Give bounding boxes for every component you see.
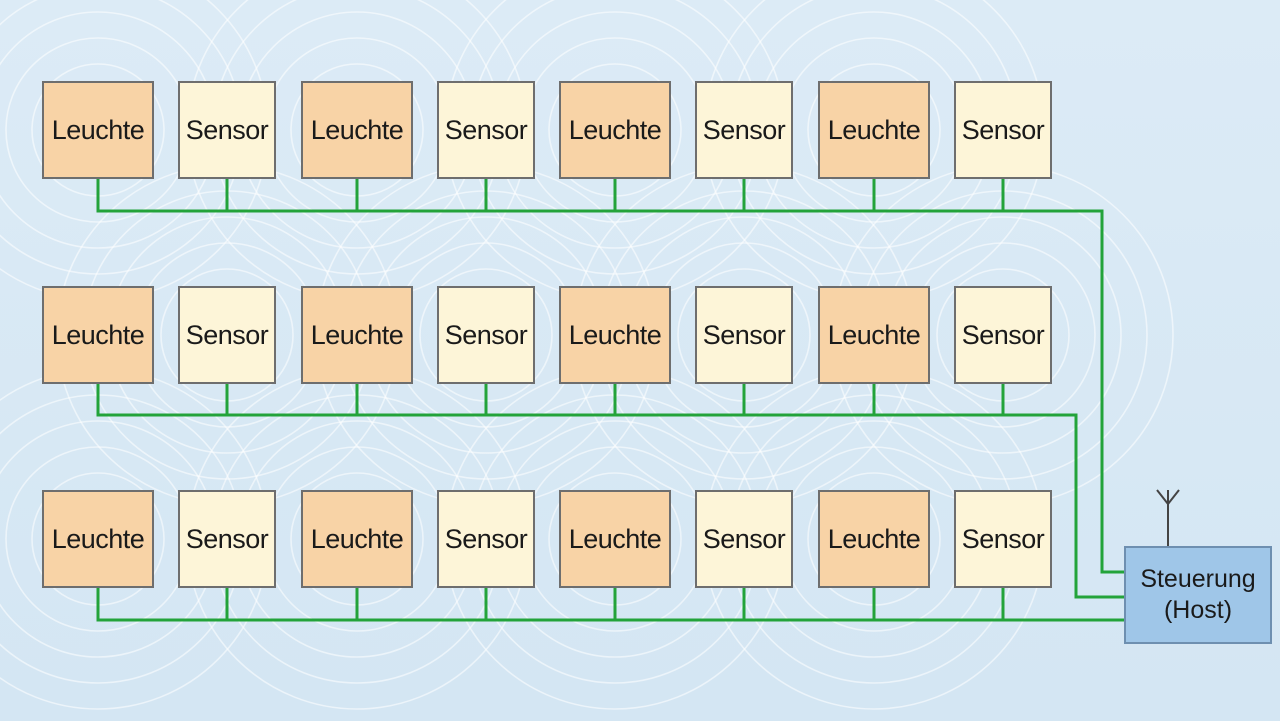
antenna-icon-stroke <box>1156 489 1169 505</box>
sensor-node-r3-c6: Sensor <box>695 490 793 588</box>
leuchte-node-r2-c3: Leuchte <box>301 286 413 384</box>
host-label-line1: Steuerung <box>1140 564 1256 593</box>
sensor-node-r1-c4: Sensor <box>437 81 535 179</box>
sensor-node-r3-c2: Sensor <box>178 490 276 588</box>
antenna-icon <box>1156 489 1180 546</box>
sensor-node-r3-c8: Sensor <box>954 490 1052 588</box>
leuchte-node-r2-c1: Leuchte <box>42 286 154 384</box>
sensor-node-r2-c4: Sensor <box>437 286 535 384</box>
leuchte-node-r3-c5: Leuchte <box>559 490 671 588</box>
leuchte-node-r3-c3: Leuchte <box>301 490 413 588</box>
host-label-line2: (Host) <box>1163 596 1233 624</box>
leuchte-node-r1-c5: Leuchte <box>559 81 671 179</box>
bus-lines <box>96 177 1126 622</box>
sensor-node-r1-c6: Sensor <box>695 81 793 179</box>
leuchte-node-r1-c7: Leuchte <box>818 81 930 179</box>
sensor-node-r2-c6: Sensor <box>695 286 793 384</box>
sensor-node-r1-c2: Sensor <box>178 81 276 179</box>
leuchte-node-r1-c3: Leuchte <box>301 81 413 179</box>
leuchte-node-r2-c7: Leuchte <box>818 286 930 384</box>
leuchte-node-r1-c1: Leuchte <box>42 81 154 179</box>
sensor-node-r1-c8: Sensor <box>954 81 1052 179</box>
host-controller: Steuerung (Host) <box>1124 546 1272 644</box>
sensor-node-r2-c8: Sensor <box>954 286 1052 384</box>
sensor-node-r2-c2: Sensor <box>178 286 276 384</box>
antenna-icon-stroke <box>1167 489 1180 505</box>
leuchte-node-r2-c5: Leuchte <box>559 286 671 384</box>
sensor-node-r3-c4: Sensor <box>437 490 535 588</box>
leuchte-node-r3-c1: Leuchte <box>42 490 154 588</box>
leuchte-node-r3-c7: Leuchte <box>818 490 930 588</box>
